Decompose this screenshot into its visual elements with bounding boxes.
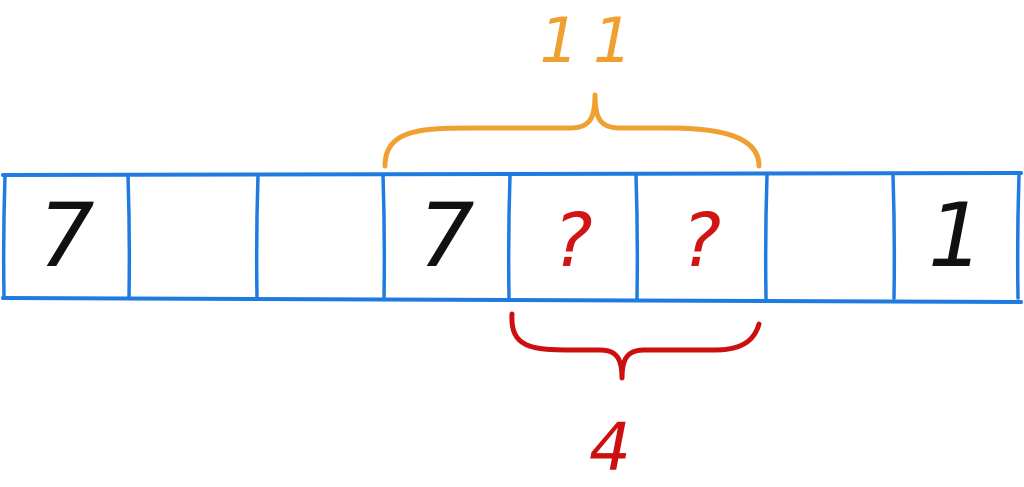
cell-value: 7 bbox=[39, 184, 95, 287]
cell-value: 1 bbox=[928, 184, 984, 287]
cell-divider bbox=[1015, 173, 1021, 300]
cell-unknown-value: ? bbox=[553, 198, 592, 284]
cell-divider bbox=[763, 173, 769, 300]
bottom-brace bbox=[509, 311, 762, 381]
cell-divider bbox=[891, 173, 897, 300]
cell-value: 7 bbox=[419, 184, 475, 287]
cell-divider bbox=[126, 173, 132, 300]
cell-unknown-value: ? bbox=[682, 198, 721, 284]
cell-divider bbox=[381, 173, 387, 300]
cell-dividers bbox=[1, 173, 1021, 300]
top-brace-group: 11 bbox=[382, 4, 762, 169]
cell-divider bbox=[634, 173, 640, 300]
cell-divider bbox=[506, 173, 512, 300]
cell-divider bbox=[1, 173, 7, 300]
top-brace-label: 11 bbox=[540, 4, 647, 77]
strip-bottom-border bbox=[1, 296, 1023, 304]
bottom-brace-group: 4 bbox=[509, 311, 762, 486]
strip-top-border bbox=[1, 171, 1023, 177]
bottom-brace-label: 4 bbox=[589, 409, 631, 486]
cell-values: 7 7?? 1 bbox=[39, 184, 985, 287]
cell-divider bbox=[254, 173, 260, 300]
cell-strip: 7 7?? 1 bbox=[1, 171, 1023, 304]
top-brace bbox=[382, 92, 762, 169]
